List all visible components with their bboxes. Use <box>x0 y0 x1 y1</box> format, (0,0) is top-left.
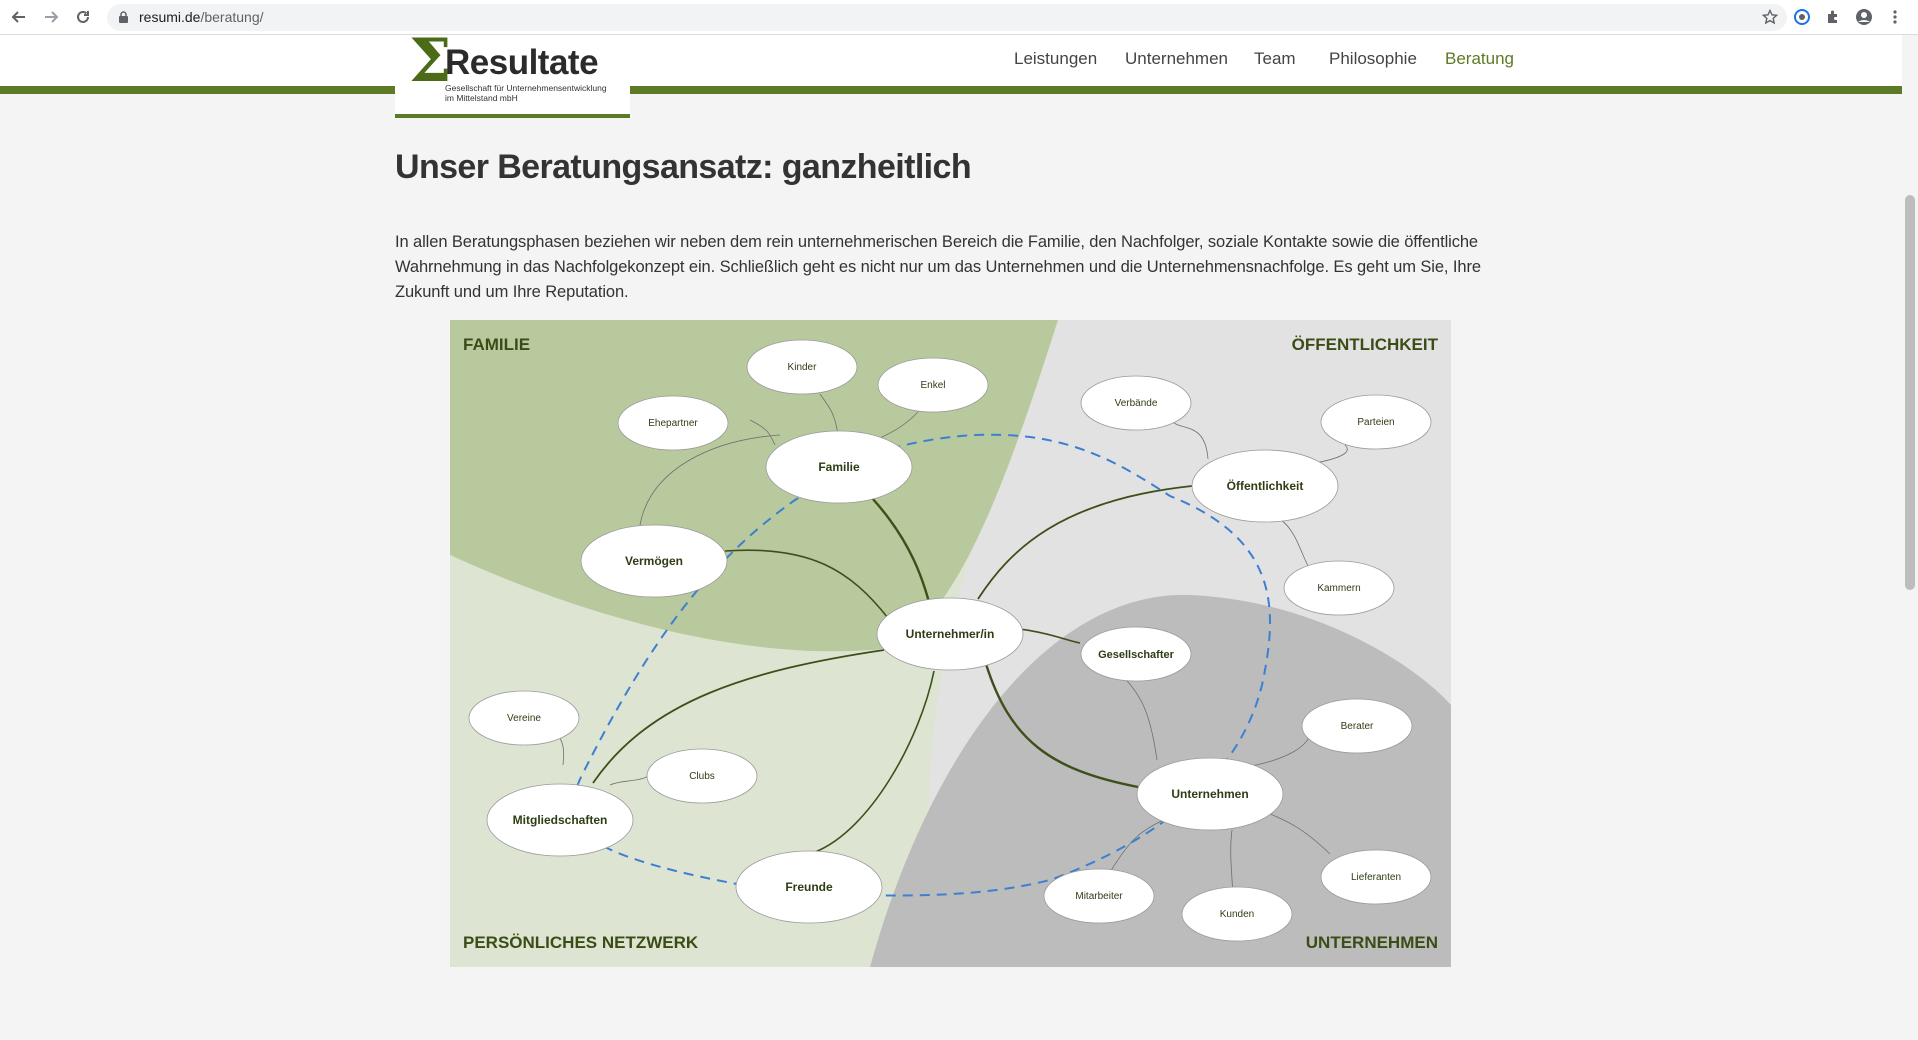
node-unternehmer-in: Unternehmer/in <box>876 597 1024 671</box>
logo-tagline-line-2: im Mittelstand mbH <box>445 93 518 103</box>
node-oeffentlichkeit: Öffentlichkeit <box>1191 449 1339 523</box>
quadrant-label-familie: FAMILIE <box>463 335 530 354</box>
logo-sigma: Σ <box>409 26 452 96</box>
node-mitarbeiter: Mitarbeiter <box>1043 868 1155 924</box>
node-mitarbeiter-label: Mitarbeiter <box>1075 891 1123 902</box>
nav-team[interactable]: Team <box>1254 49 1296 68</box>
url-text: resumi.de/beratung/ <box>139 9 264 25</box>
node-verbaende-label: Verbände <box>1115 398 1158 409</box>
node-kunden: Kunden <box>1181 886 1293 942</box>
node-berater: Berater <box>1301 698 1413 754</box>
logo-tagline-line-1: Gesellschaft für Unternehmensentwicklung <box>445 83 607 93</box>
nav-unternehmen[interactable]: Unternehmen <box>1125 49 1229 68</box>
node-gesellschafter: Gesellschafter <box>1080 626 1192 682</box>
node-oeffentlichkeit-label: Öffentlichkeit <box>1227 478 1304 493</box>
node-vereine: Vereine <box>468 690 580 746</box>
node-enkel: Enkel <box>877 357 989 413</box>
node-kinder-label: Kinder <box>788 362 818 373</box>
site-header <box>0 35 1902 87</box>
reload-button[interactable] <box>72 6 94 28</box>
quadrant-label-oeffentlichkeit: ÖFFENTLICHKEIT <box>1292 335 1439 354</box>
node-freunde: Freunde <box>735 850 883 924</box>
node-freunde-label: Freunde <box>785 880 833 894</box>
node-berater-label: Berater <box>1341 721 1374 732</box>
node-parteien-label: Parteien <box>1357 417 1394 428</box>
menu-button[interactable] <box>1885 7 1905 27</box>
url-path: /beratung/ <box>200 9 264 25</box>
node-kammern: Kammern <box>1283 560 1395 616</box>
node-lieferanten-label: Lieferanten <box>1351 872 1401 883</box>
node-ehepartner: Ehepartner <box>617 395 729 451</box>
node-mitgliedschaften-label: Mitgliedschaften <box>513 813 608 827</box>
node-verbaende: Verbände <box>1080 375 1192 431</box>
node-parteien: Parteien <box>1320 394 1432 450</box>
dashed-ring <box>571 433 1271 897</box>
browser-toolbar: resumi.de/beratung/ <box>0 0 1918 35</box>
node-mitgliedschaften: Mitgliedschaften <box>486 783 634 857</box>
account-circle-icon <box>1856 9 1872 25</box>
node-vereine-label: Vereine <box>507 713 541 724</box>
page-title: Unser Beratungsansatz: ganzheitlich <box>395 148 972 186</box>
url-host: resumi.de <box>139 9 201 25</box>
node-kammern-label: Kammern <box>1317 583 1360 594</box>
quadrant-label-unternehmen: UNTERNEHMEN <box>1306 933 1438 952</box>
logo-tagline: Gesellschaft für Unternehmensentwicklung… <box>445 83 627 103</box>
site-logo[interactable]: Σ Resultate Gesellschaft für Unternehmen… <box>395 31 630 118</box>
logo-name: Resultate <box>445 43 599 82</box>
header-accent-bar <box>0 86 1902 94</box>
address-bar[interactable]: resumi.de/beratung/ <box>107 4 1787 31</box>
node-gesellschafter-label: Gesellschafter <box>1098 649 1175 661</box>
node-lieferanten: Lieferanten <box>1320 849 1432 905</box>
nav-beratung[interactable]: Beratung <box>1445 49 1514 68</box>
page-scrollbar[interactable] <box>1902 35 1918 1040</box>
node-familie: Familie <box>765 430 913 504</box>
profile-extension-button[interactable] <box>1792 7 1812 27</box>
node-enkel-label: Enkel <box>920 380 945 391</box>
puzzle-icon <box>1828 10 1837 23</box>
bookmark-button[interactable] <box>1760 7 1780 27</box>
extensions-button[interactable] <box>1823 7 1843 27</box>
forward-button[interactable] <box>40 6 62 28</box>
lock-icon <box>119 11 128 23</box>
node-kinder: Kinder <box>746 339 858 395</box>
node-unternehmen-label: Unternehmen <box>1171 787 1248 801</box>
arrow-right-icon <box>45 11 59 23</box>
star-icon <box>1762 9 1778 25</box>
node-kunden-label: Kunden <box>1220 909 1254 920</box>
reload-icon <box>77 10 89 23</box>
back-button[interactable] <box>8 6 30 28</box>
node-vermoegen-label: Vermögen <box>625 554 683 568</box>
nav-leistungen[interactable]: Leistungen <box>1014 49 1098 68</box>
node-unternehmer-in-label: Unternehmer/in <box>906 627 995 641</box>
nav-philosophie[interactable]: Philosophie <box>1329 49 1417 68</box>
consulting-approach-diagram: FAMILIE ÖFFENTLICHKEIT PERSÖNLICHES NETZ… <box>450 320 1451 967</box>
node-familie-label: Familie <box>818 460 860 474</box>
arrow-left-icon <box>11 11 25 23</box>
account-button[interactable] <box>1854 7 1874 27</box>
more-vert-icon <box>1893 10 1897 24</box>
profile-extension-icon <box>1794 9 1810 25</box>
intro-paragraph: In allen Beratungsphasen beziehen wir ne… <box>395 233 1481 301</box>
node-vermoegen: Vermögen <box>580 524 728 598</box>
quadrant-label-persoenliches-netzwerk: PERSÖNLICHES NETZWERK <box>463 933 699 952</box>
node-ehepartner-label: Ehepartner <box>648 418 698 429</box>
node-unternehmen: Unternehmen <box>1136 757 1284 831</box>
node-clubs-label: Clubs <box>689 771 715 782</box>
node-clubs: Clubs <box>646 748 758 804</box>
scrollbar-thumb[interactable] <box>1905 195 1915 590</box>
